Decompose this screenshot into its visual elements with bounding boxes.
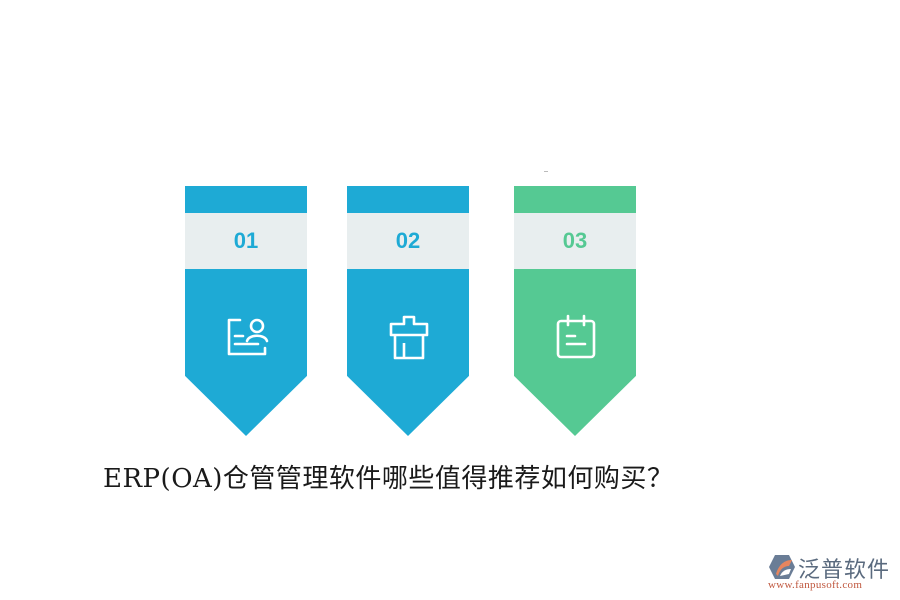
banner-top-band [514,186,636,213]
banner-01: 01 [185,186,307,436]
banner-number: 02 [347,213,469,269]
shop-box-icon [389,315,429,360]
banner-03: 03 [514,186,636,436]
fanpu-logo-icon [769,555,795,579]
banner-top-band [347,186,469,213]
logo-url: www.fanpusoft.com [768,579,863,591]
brand-logo: 泛普软件 www.fanpusoft.com [766,552,896,592]
profile-card-icon [227,318,269,356]
decorative-dot [544,171,548,172]
page-title: ERP(OA)仓管管理软件哪些值得推荐如何购买？ [103,464,674,494]
calendar-icon [556,314,596,359]
logo-name: 泛普软件 [798,558,891,583]
banner-02: 02 [347,186,469,436]
banner-number: 03 [514,213,636,269]
banner-top-band [185,186,307,213]
banner-number: 01 [185,213,307,269]
